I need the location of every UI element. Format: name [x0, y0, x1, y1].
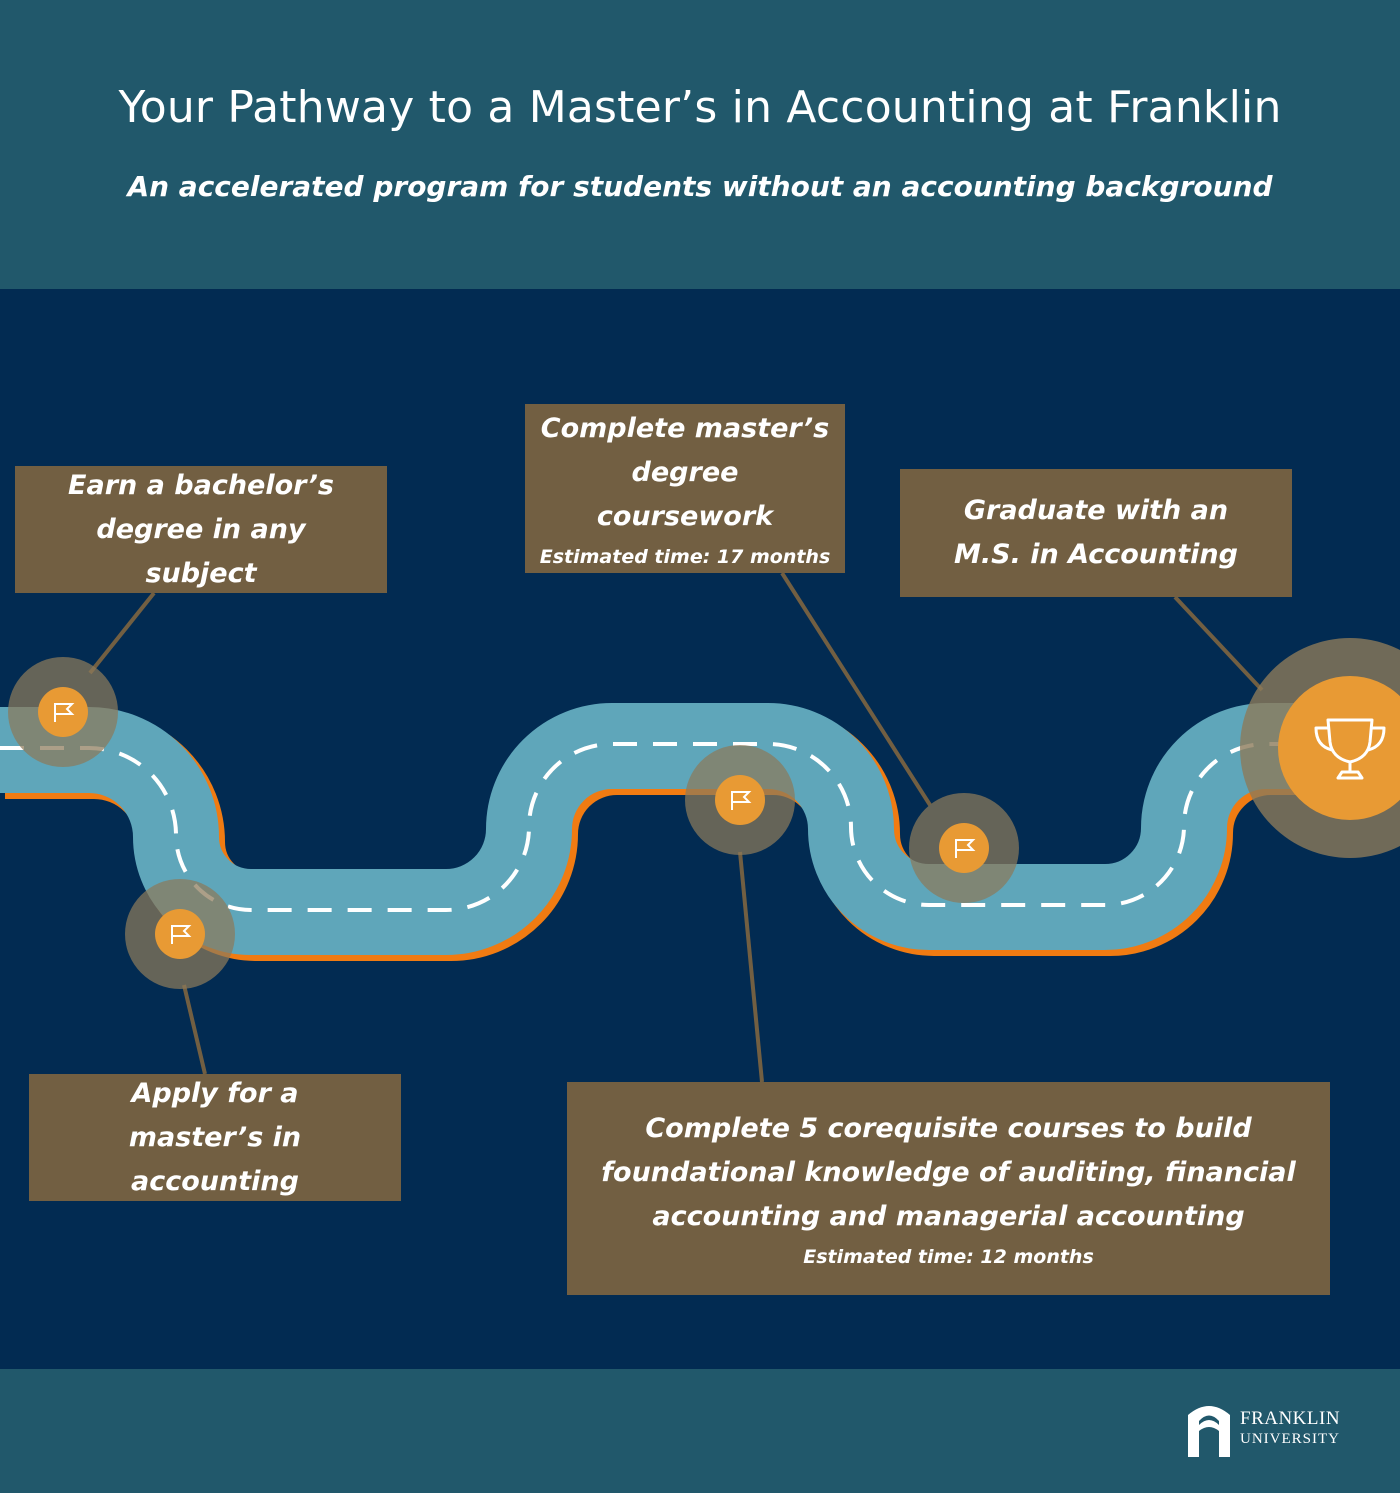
step-text: Apply for a master’s in accounting: [128, 1077, 302, 1197]
step-text: Earn a bachelor’s degree in any subject: [68, 469, 334, 589]
flag-icon: [54, 703, 75, 722]
connector-coursework: [780, 571, 932, 807]
step-estimate: Estimated time: 12 months: [803, 1245, 1094, 1268]
step-bachelors: Earn a bachelor’s degree in any subject: [15, 466, 387, 593]
connector-apply: [182, 984, 207, 1075]
connector-bachelors: [88, 591, 156, 675]
logo-line-1: FRANKLIN: [1240, 1408, 1341, 1429]
road-center-line: [0, 742, 1400, 912]
logo-line-2: UNIVERSITY: [1240, 1431, 1340, 1447]
step-estimate: Estimated time: 17 months: [539, 545, 831, 568]
marker-corequisites: [685, 745, 795, 855]
flag-icon: [731, 791, 752, 810]
page-title: Your Pathway to a Master’s in Accounting…: [118, 82, 1282, 133]
header-band: Your Pathway to a Master’s in Accounting…: [0, 0, 1400, 289]
marker-bachelors: [8, 657, 118, 767]
step-graduate: Graduate with an M.S. in Accounting: [900, 469, 1292, 597]
flag-icon: [171, 925, 192, 944]
marker-apply: [125, 879, 235, 989]
connector-graduate: [1173, 595, 1264, 692]
step-corequisites: Complete 5 corequisite courses to build …: [567, 1082, 1330, 1295]
step-coursework: Complete master’s degree coursework Esti…: [525, 404, 845, 573]
logo-wordmark: FRANKLIN UNIVERSITY: [1240, 1409, 1340, 1449]
step-text: Complete 5 corequisite courses to build …: [601, 1112, 1296, 1232]
footer-band: [0, 1369, 1400, 1493]
franklin-shield-icon: [1188, 1406, 1230, 1457]
marker-graduate: [1240, 638, 1400, 858]
step-text: Complete master’s degree coursework: [540, 412, 830, 532]
step-apply: Apply for a master’s in accounting: [29, 1074, 401, 1201]
flag-icon: [955, 839, 976, 858]
trophy-icon: [1314, 718, 1386, 780]
connector-corequisites: [738, 851, 764, 1083]
marker-coursework: [909, 793, 1019, 903]
franklin-logo: FRANKLIN UNIVERSITY: [1186, 1401, 1340, 1457]
step-text: Graduate with an M.S. in Accounting: [954, 495, 1238, 570]
page-subtitle: An accelerated program for students with…: [127, 170, 1273, 203]
